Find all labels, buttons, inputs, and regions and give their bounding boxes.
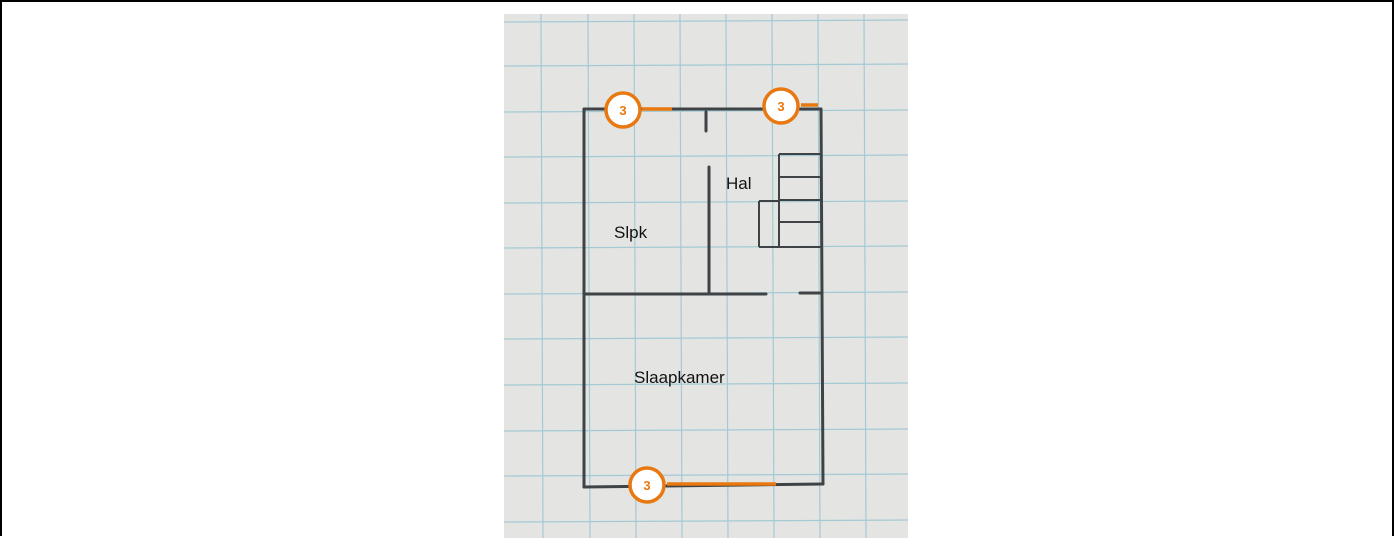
room-label-hal: Hal [726, 174, 752, 193]
room-label-slpk: Slpk [614, 223, 648, 242]
floorplan-drawing: Slpk Hal Slaapkamer 3 3 3 [504, 14, 908, 538]
room-label-slaapkamer: Slaapkamer [634, 368, 725, 387]
graph-paper-sheet: Slpk Hal Slaapkamer 3 3 3 [504, 14, 908, 538]
marker-badge [762, 87, 800, 125]
marker-number: 3 [643, 478, 650, 493]
grid-line-horizontal [504, 154, 908, 158]
grid-line-vertical [540, 14, 544, 538]
grid-line-vertical [725, 14, 729, 538]
marker-number: 3 [619, 103, 626, 118]
marker-top-right: 3 [762, 87, 818, 125]
grid-line-horizontal [504, 200, 908, 204]
grid-line-vertical [679, 14, 683, 538]
grid-line-horizontal [504, 519, 908, 523]
right-outer-wall [819, 107, 825, 486]
marker-number: 3 [777, 99, 784, 114]
marker-badge [628, 466, 666, 504]
grid-line-vertical [587, 14, 591, 538]
marker-top-left: 3 [604, 91, 672, 129]
grid-line-horizontal [504, 19, 908, 23]
grid-line-horizontal [504, 428, 908, 432]
marker-badge [604, 91, 642, 129]
grid-line-vertical [863, 14, 867, 538]
grid-line-vertical [817, 14, 821, 538]
marker-bottom: 3 [628, 466, 776, 504]
grid-line-horizontal [504, 336, 908, 340]
stairs [758, 153, 821, 248]
grid-line-horizontal [504, 245, 908, 249]
paper-background [504, 14, 908, 538]
grid-line-horizontal [504, 382, 908, 386]
grid-line-horizontal [504, 63, 908, 67]
grid-line-horizontal [504, 473, 908, 477]
